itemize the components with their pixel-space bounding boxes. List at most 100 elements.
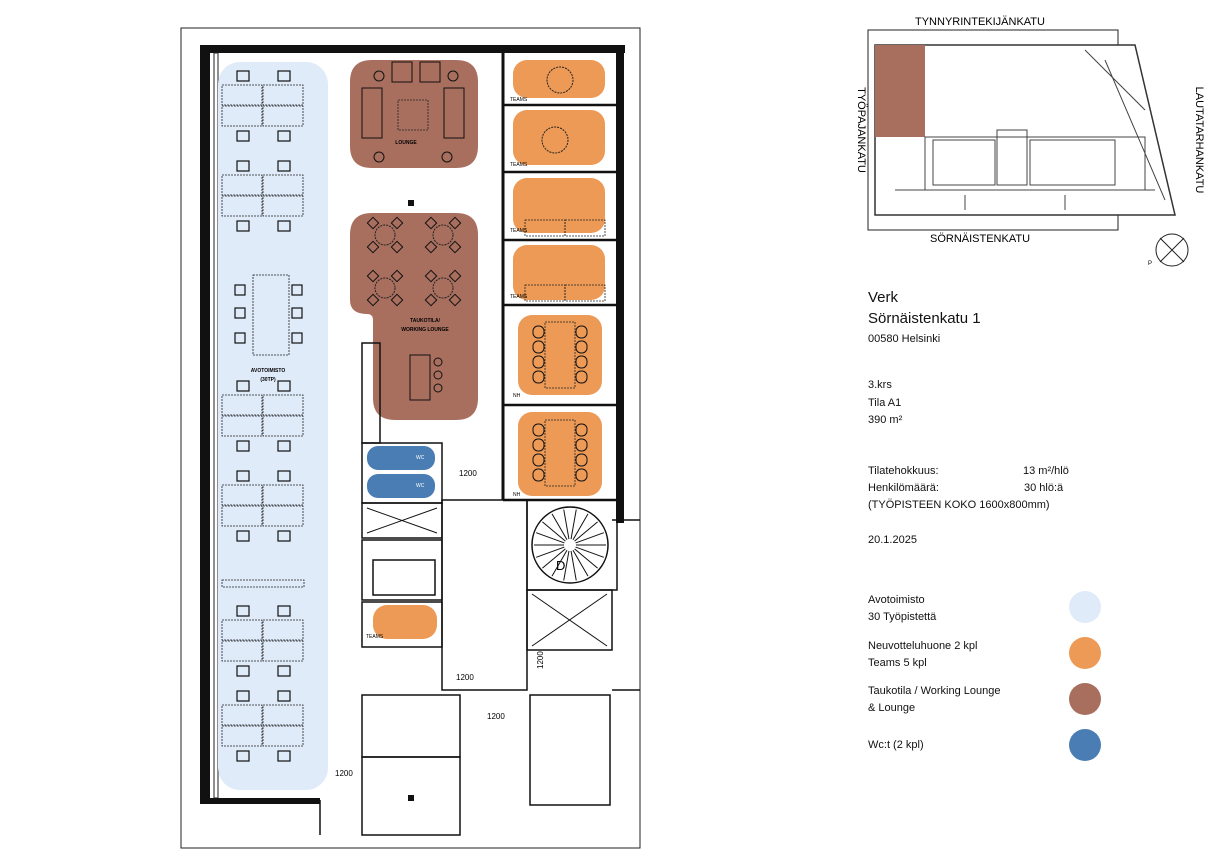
chair (424, 293, 438, 307)
street-address: Sörnäistenkatu 1 (868, 310, 981, 327)
west-wall (200, 45, 210, 800)
desk (262, 105, 304, 127)
desk (262, 195, 304, 217)
stair-tread (536, 546, 565, 558)
chair (575, 370, 588, 384)
chair (448, 216, 462, 230)
chair (448, 240, 462, 254)
desk (262, 505, 304, 527)
lounge-label: LOUNGE (395, 140, 417, 146)
street-west: TYÖPAJANKATU (855, 87, 867, 173)
legend-wc: Wc:t (2 kpl) (868, 737, 924, 754)
round-table (541, 126, 569, 154)
chair (366, 216, 380, 230)
efficiency-label: Tilatehokkuus: (868, 465, 939, 477)
chair (366, 269, 380, 283)
building-details (895, 49, 1166, 210)
desk (221, 484, 263, 506)
teams-label: TEAMS (510, 97, 528, 103)
chair (575, 340, 588, 354)
side-table (441, 151, 453, 163)
wc-zone-1 (367, 446, 435, 470)
chair (236, 605, 250, 617)
column (408, 200, 414, 206)
chair (291, 284, 303, 296)
column (408, 795, 414, 801)
west-window (213, 52, 219, 799)
north-wall (200, 45, 625, 53)
chair (277, 665, 291, 677)
chair (277, 160, 291, 172)
meeting-room-zone (518, 315, 602, 395)
city: 00580 Helsinki (868, 333, 941, 345)
highlighted-space (875, 45, 925, 137)
desk-size: (TYÖPISTEEN KOKO 1600x800mm) (868, 499, 1050, 511)
stair-tread (572, 513, 589, 541)
chair (236, 440, 250, 452)
legend-swatch-meeting (1069, 637, 1101, 669)
desk (221, 704, 263, 726)
legend-lounge: Taukotila / Working Lounge& Lounge (868, 683, 1001, 717)
legend-label: Wc:t (2 kpl) (868, 739, 924, 751)
chair (277, 70, 291, 82)
chair (277, 750, 291, 762)
chair (390, 240, 404, 254)
chair (277, 440, 291, 452)
nh-label: NH (513, 492, 521, 498)
street-north: TYNNYRINTEKIJÄNKATU (915, 16, 1045, 28)
working-lounge-label: TAUKOTILA/ (410, 318, 441, 324)
chair (424, 216, 438, 230)
legend-sublabel: 30 Työpistettä (868, 611, 937, 623)
cafe-table (432, 224, 454, 246)
desk (221, 505, 263, 527)
floor-plan: LOUNGE TAUKOTILA/ WORKING LOUNGE AVOTOIM… (180, 27, 641, 849)
chair (424, 240, 438, 254)
north-arrow-cross (1159, 237, 1185, 263)
north-arrow (1155, 233, 1189, 267)
lift-shaft (366, 507, 608, 647)
stair-tread (570, 550, 577, 581)
stair-tread (572, 549, 589, 577)
working-lounge-label-2: WORKING LOUNGE (401, 327, 449, 333)
chair (277, 220, 291, 232)
desk (221, 174, 263, 196)
desk (221, 105, 263, 127)
side-table (447, 70, 459, 82)
desk (221, 640, 263, 662)
core-walls (319, 342, 640, 836)
east-wall (616, 53, 624, 523)
nh-label: NH (513, 393, 521, 399)
stair-tread (563, 550, 570, 581)
legend-label: Neuvotteluhuone 2 kpl (868, 640, 978, 652)
site-plan: TYNNYRINTEKIJÄNKATU SÖRNÄISTENKATU TYÖPA… (855, 16, 1205, 267)
meeting-room-zone (513, 245, 605, 300)
stair-tread (536, 532, 565, 544)
armchair (419, 61, 441, 83)
chair (575, 453, 588, 467)
chair (236, 665, 250, 677)
door-width-label: 1200 (487, 712, 505, 721)
chair (575, 423, 588, 437)
stair-label: D (556, 558, 565, 573)
stair-tread (575, 532, 604, 544)
lounge-zone (350, 60, 478, 168)
desk (221, 195, 263, 217)
chair (234, 284, 246, 296)
side-table (373, 151, 385, 163)
legend-sublabel: & Lounge (868, 702, 916, 714)
legend-swatch-open-office (1069, 591, 1101, 623)
chair (390, 293, 404, 307)
stair-tread (575, 546, 604, 558)
chair (236, 380, 250, 392)
desk (262, 415, 304, 437)
open-office-label: AVOTOIMISTO (251, 368, 286, 374)
chair (575, 438, 588, 452)
stair-treads (534, 509, 606, 581)
chair (532, 355, 545, 369)
people-label: Henkilömäärä: (868, 482, 939, 494)
chair (236, 70, 250, 82)
chair (277, 605, 291, 617)
street-east: LAUTATARHANKATU (1193, 87, 1205, 194)
space-id: Tila A1 (868, 397, 902, 409)
